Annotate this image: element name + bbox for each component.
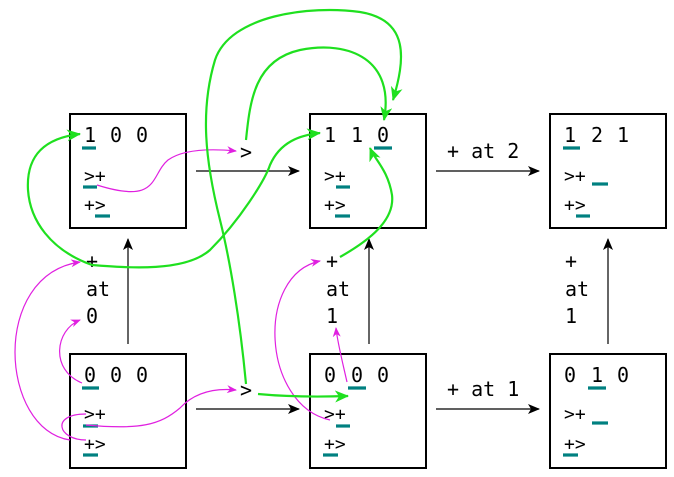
op-add-then-move: +>	[84, 195, 106, 216]
edge-label-right-3: 1	[565, 304, 577, 328]
digit: 1	[564, 123, 576, 147]
edge-label-mid-3: 1	[326, 304, 338, 328]
digit: 0	[617, 363, 629, 387]
state-box-bottom-left: 0 0 0 >+ +>	[69, 353, 187, 469]
op-move-then-add: >+	[564, 404, 586, 425]
digit: 1	[591, 363, 603, 387]
digit: 0	[324, 363, 336, 387]
edge-label-left-1: +	[86, 249, 98, 273]
digit: 0	[110, 363, 122, 387]
step-label-top: >	[240, 140, 252, 164]
state-box-top-right: 1 2 1 >+ +>	[549, 113, 667, 229]
digit: 0	[84, 363, 96, 387]
magenta-link	[14, 259, 81, 441]
digit: 0	[136, 123, 148, 147]
magenta-link	[61, 413, 87, 441]
magenta-link	[85, 385, 237, 428]
green-path	[244, 46, 393, 141]
digit: 0	[377, 363, 389, 387]
state-box-bottom-middle: 0 0 0 >+ +>	[309, 353, 427, 469]
op-move-then-add: >+	[84, 404, 106, 425]
green-path	[91, 128, 321, 269]
digit: 0	[351, 363, 363, 387]
digit: 2	[591, 123, 603, 147]
edge-label-left-3: 0	[86, 304, 98, 328]
digit: 0	[136, 363, 148, 387]
magenta-link	[59, 319, 83, 384]
op-add-then-move: +>	[84, 434, 106, 455]
edge-label-mid-2: at	[326, 277, 350, 301]
op-add-then-move: +>	[564, 434, 586, 455]
green-path	[204, 8, 403, 385]
op-add-then-move: +>	[564, 195, 586, 216]
green-path	[26, 129, 93, 267]
magenta-link	[96, 146, 237, 193]
edge-label-mid-1: +	[326, 249, 338, 273]
digit: 1	[324, 123, 336, 147]
edge-label-left-2: at	[86, 277, 110, 301]
op-move-then-add: >+	[84, 166, 106, 187]
op-move-then-add: >+	[564, 166, 586, 187]
digit: 1	[351, 123, 363, 147]
digit: 1	[84, 123, 96, 147]
op-move-then-add: >+	[324, 166, 346, 187]
digit: 0	[377, 123, 389, 147]
op-move-then-add: >+	[324, 404, 346, 425]
digit: 1	[617, 123, 629, 147]
edge-label-top: + at 2	[447, 139, 519, 163]
state-box-top-middle: 1 1 0 >+ +>	[309, 113, 427, 229]
edge-label-right-1: +	[565, 249, 577, 273]
state-box-top-left: 1 0 0 >+ +>	[69, 113, 187, 229]
magenta-link	[332, 327, 348, 383]
edge-label-right-2: at	[565, 277, 589, 301]
edge-label-bottom: + at 1	[447, 377, 519, 401]
state-box-bottom-right: 0 1 0 >+ +>	[549, 353, 667, 469]
step-label-bottom: >	[240, 378, 252, 402]
digit: 0	[110, 123, 122, 147]
op-add-then-move: +>	[324, 195, 346, 216]
digit: 0	[564, 363, 576, 387]
magenta-link	[274, 259, 331, 421]
green-path	[339, 147, 394, 258]
green-path	[257, 390, 349, 403]
op-add-then-move: +>	[324, 434, 346, 455]
